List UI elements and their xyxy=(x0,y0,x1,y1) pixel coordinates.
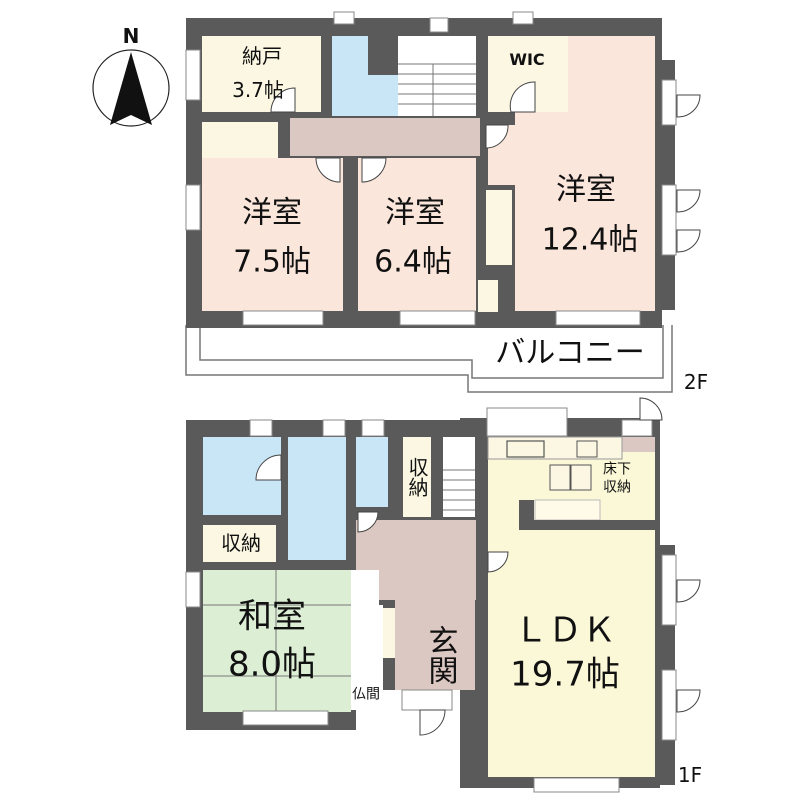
room-storage-2f xyxy=(202,36,321,112)
floor-label-1f: 1F xyxy=(677,763,703,787)
room-western1 xyxy=(202,158,343,311)
hall-2f xyxy=(290,118,480,156)
room-name-japanese: 和室 xyxy=(238,596,306,637)
room-western2 xyxy=(358,158,476,311)
room-toilet-2f xyxy=(332,36,368,116)
room-size-western1: 7.5帖 xyxy=(233,244,311,280)
compass-label: N xyxy=(122,24,140,48)
room-size-western2: 6.4帖 xyxy=(374,244,452,280)
room-size-japanese: 8.0帖 xyxy=(227,644,317,685)
room-name-storage-1f-b: 収納 xyxy=(405,457,429,497)
room-name-western2: 洋室 xyxy=(385,195,445,231)
room-name-balcony: バルコニー xyxy=(495,335,645,371)
room-name-western3: 洋室 xyxy=(556,172,616,208)
room-size-storage-2f: 3.7帖 xyxy=(232,78,284,102)
room-name-underfloor-2: 収納 xyxy=(603,479,631,496)
room-storage-1f-a xyxy=(203,525,276,562)
room-name-butsuma: 仏間 xyxy=(352,686,380,703)
room-name-wic: WIC xyxy=(509,50,545,70)
room-japanese xyxy=(203,570,351,712)
floor-2f xyxy=(185,11,701,393)
room-name-ldk: ＬＤＫ xyxy=(514,610,616,651)
floor-1f xyxy=(185,397,701,793)
room-name-western1: 洋室 xyxy=(242,195,302,231)
room-toilet-1f xyxy=(356,437,388,507)
room-size-ldk: 19.7帖 xyxy=(510,654,620,695)
stairs-1f xyxy=(443,437,475,517)
room-name-storage-2f: 納戸 xyxy=(242,44,282,68)
room-name-entrance: 玄関 xyxy=(422,625,458,685)
room-butsuma xyxy=(351,605,383,710)
room-washroom xyxy=(288,437,346,560)
room-entrance xyxy=(395,600,475,690)
floor-label-2f: 2F xyxy=(683,370,709,394)
room-size-western3: 12.4帖 xyxy=(541,222,639,258)
north-arrow-icon xyxy=(92,49,170,127)
room-name-underfloor: 床下 xyxy=(603,461,631,478)
stairs-2f xyxy=(398,36,476,116)
room-ldk xyxy=(488,437,655,777)
room-storage-1f-b xyxy=(403,437,431,517)
room-name-storage-1f-a: 収納 xyxy=(221,531,261,555)
